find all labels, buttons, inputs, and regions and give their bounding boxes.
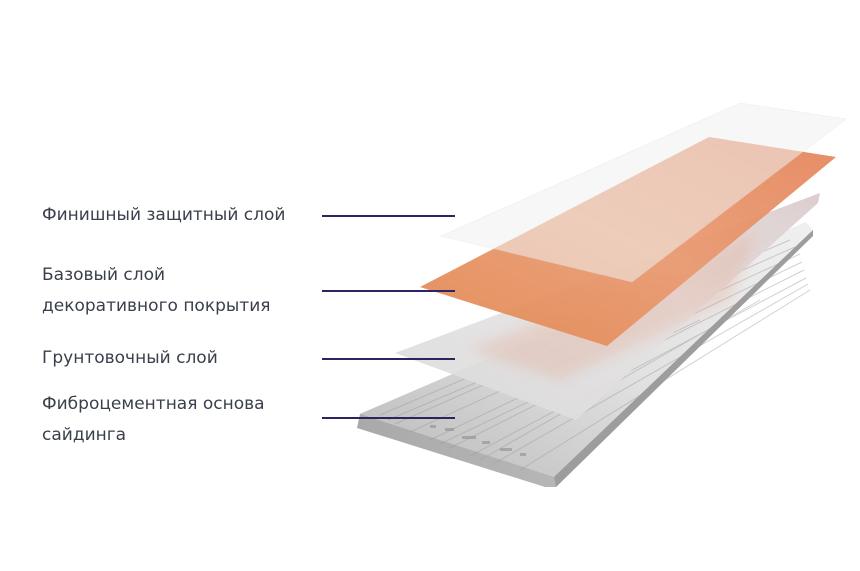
finish-protective-layer <box>440 102 847 283</box>
label-decor-layer: Базовый слой декоративного покрытия <box>42 260 271 322</box>
label-finish-layer-line-1: Финишный защитный слой <box>42 205 286 225</box>
leader-lines <box>322 215 455 419</box>
label-finish-layer: Финишный защитный слой <box>42 200 285 231</box>
label-base-layer-line-2: сайдинга <box>42 425 127 445</box>
label-decor-layer-line-2: декоративного покрытия <box>42 296 271 316</box>
label-primer-layer: Грунтовочный слой <box>42 343 218 374</box>
label-base-layer: Фиброцементная основа сайдинга <box>42 389 265 451</box>
board-markings <box>430 425 526 456</box>
label-base-layer-line-1: Фиброцементная основа <box>42 394 265 414</box>
label-decor-layer-line-1: Базовый слой <box>42 265 166 285</box>
label-primer-layer-line-1: Грунтовочный слой <box>42 348 218 368</box>
